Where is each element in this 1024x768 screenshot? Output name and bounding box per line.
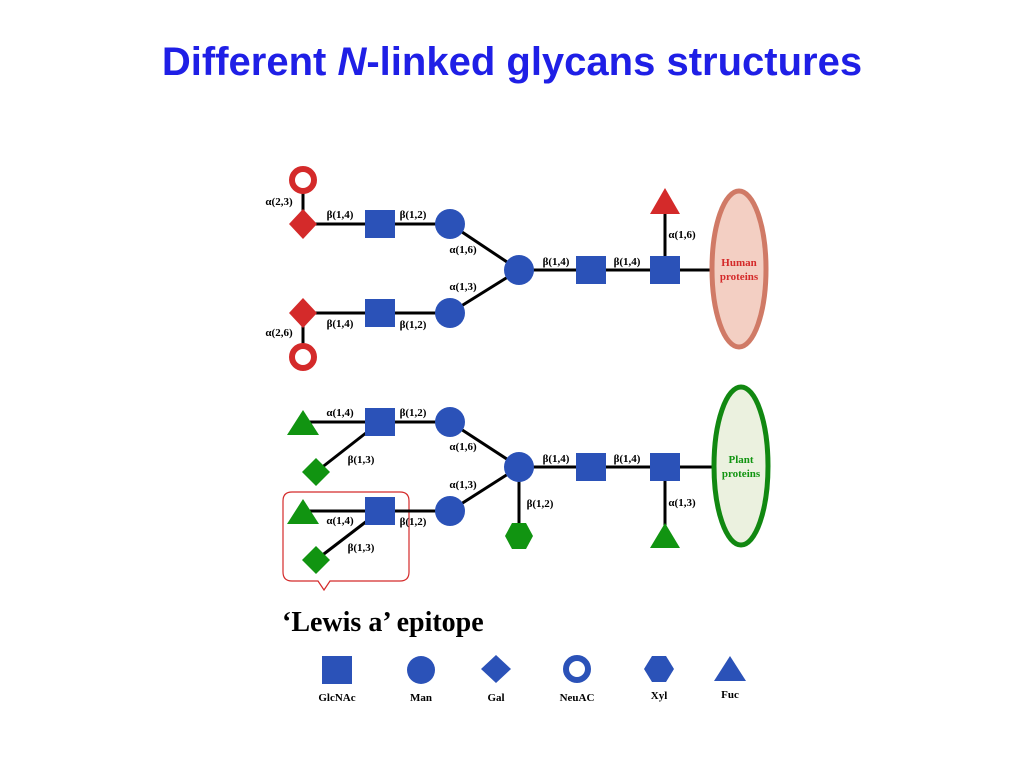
legend-label-gal: Gal bbox=[487, 692, 504, 704]
lewis-a-epitope-label: ‘Lewis a’ epitope bbox=[282, 607, 484, 638]
linkage-label: β(1,4) bbox=[327, 209, 354, 221]
linkage-label: α(1,6) bbox=[449, 441, 477, 453]
linkage-label: β(1,4) bbox=[543, 256, 570, 268]
gal-diamond-icon bbox=[302, 458, 330, 486]
linkage-label: β(1,2) bbox=[400, 407, 427, 419]
plant-protein-ellipse bbox=[711, 384, 771, 548]
linkage-label: α(1,6) bbox=[449, 244, 477, 256]
human-protein-label-1: Human bbox=[721, 257, 756, 269]
neuac-ring-icon bbox=[289, 343, 317, 371]
glcnac-square-icon bbox=[650, 453, 680, 481]
circle-icon bbox=[407, 656, 435, 684]
legend-label-xyl: Xyl bbox=[651, 690, 668, 702]
glcnac-square-icon bbox=[650, 256, 680, 284]
legend-label-glcnac: GlcNAc bbox=[318, 692, 355, 704]
man-circle-icon bbox=[435, 496, 465, 526]
man-circle-icon bbox=[504, 452, 534, 482]
square-icon bbox=[322, 656, 352, 684]
linkage-label: β(1,2) bbox=[400, 319, 427, 331]
linkage-label: β(1,3) bbox=[348, 542, 375, 554]
glcnac-square-icon bbox=[365, 299, 395, 327]
gal-diamond-icon bbox=[302, 546, 330, 574]
linkage-label: α(1,3) bbox=[668, 497, 696, 509]
linkage-label: β(1,4) bbox=[614, 256, 641, 268]
hexagon-icon bbox=[644, 656, 674, 682]
glcnac-square-icon bbox=[365, 408, 395, 436]
legend-label-neuac: NeuAC bbox=[560, 692, 595, 704]
fuc-triangle-icon bbox=[650, 523, 680, 548]
linkage-label: α(1,3) bbox=[449, 281, 477, 293]
glcnac-square-icon bbox=[365, 497, 395, 525]
neuac-ring-icon bbox=[289, 166, 317, 194]
lewis-a-callout bbox=[282, 491, 410, 592]
gal-diamond-icon bbox=[289, 298, 317, 328]
ring-icon bbox=[563, 655, 591, 683]
human-protein-ellipse bbox=[709, 188, 769, 350]
gal-diamond-icon bbox=[289, 209, 317, 239]
linkage-label: β(1,2) bbox=[527, 498, 554, 510]
linkage-label: β(1,2) bbox=[400, 209, 427, 221]
linkage-label: α(2,3) bbox=[265, 196, 293, 208]
man-circle-icon bbox=[435, 407, 465, 437]
human-glycan: Human proteins α(2,3) β(1,4) β(1,2) α(1,… bbox=[265, 166, 769, 371]
legend-label-man: Man bbox=[410, 692, 432, 704]
plant-glycan: Plant proteins α(1,4) β(1,2) β(1,3) α(1,… bbox=[282, 384, 771, 592]
glcnac-square-icon bbox=[576, 256, 606, 284]
linkage-label: β(1,4) bbox=[543, 453, 570, 465]
linkage-label: α(1,4) bbox=[326, 515, 354, 527]
fuc-triangle-icon bbox=[287, 499, 319, 524]
linkage-label: β(1,4) bbox=[614, 453, 641, 465]
man-circle-icon bbox=[435, 298, 465, 328]
legend: GlcNAc Man Gal NeuAC Xyl Fuc bbox=[318, 655, 746, 704]
linkage-label: α(2,6) bbox=[265, 327, 293, 339]
diamond-icon bbox=[481, 655, 511, 683]
fuc-triangle-icon bbox=[650, 188, 680, 214]
linkage-label: α(1,6) bbox=[668, 229, 696, 241]
plant-protein-label-2: proteins bbox=[722, 468, 761, 480]
linkage-label: α(1,4) bbox=[326, 407, 354, 419]
linkage-label: β(1,2) bbox=[400, 516, 427, 528]
title-text-rest: -linked glycans structures bbox=[366, 40, 863, 84]
plant-protein-label-1: Plant bbox=[728, 454, 753, 466]
triangle-icon bbox=[714, 656, 746, 681]
man-circle-icon bbox=[504, 255, 534, 285]
human-protein-label-2: proteins bbox=[720, 271, 759, 283]
xyl-hexagon-icon bbox=[505, 523, 533, 549]
page-title: Different N-linked glycans structures bbox=[0, 40, 1024, 85]
title-italic: N bbox=[337, 40, 367, 84]
linkage-label: α(1,3) bbox=[449, 479, 477, 491]
linkage-label: β(1,3) bbox=[348, 454, 375, 466]
legend-label-fuc: Fuc bbox=[721, 689, 739, 701]
title-text: Different bbox=[161, 40, 338, 84]
linkage-label: β(1,4) bbox=[327, 318, 354, 330]
fuc-triangle-icon bbox=[287, 410, 319, 435]
glcnac-square-icon bbox=[365, 210, 395, 238]
glcnac-square-icon bbox=[576, 453, 606, 481]
man-circle-icon bbox=[435, 209, 465, 239]
